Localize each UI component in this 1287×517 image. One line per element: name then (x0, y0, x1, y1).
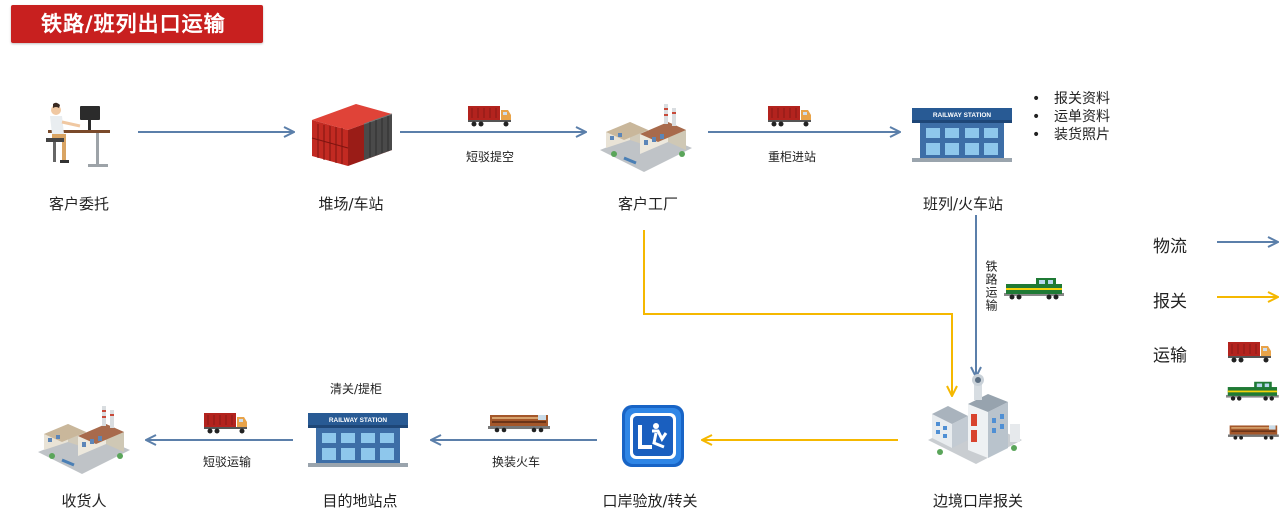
edge-label-rail: 铁路运输 (984, 260, 998, 312)
node-label-station: 班列/火车站 (922, 195, 1004, 213)
railway-station-icon: RAILWAY STATION (308, 413, 408, 467)
legend-green-locomotive-icon (1226, 381, 1279, 401)
arrow-factory-to-border-customs (643, 230, 952, 396)
node-label-border: 边境口岸报关 (932, 492, 1024, 510)
person-desk-icon (46, 102, 110, 167)
inspection-badge-icon (622, 405, 684, 467)
truck-icon (767, 105, 812, 127)
station-sign-text: RAILWAY STATION (933, 112, 992, 119)
edge-label-to-receiver: 短驳运输 (202, 455, 252, 469)
document-item: 装货照片 (1032, 126, 1110, 144)
documents-list: 报关资料 运单资料 装货照片 (1032, 90, 1110, 144)
node-label-yard: 堆场/车站 (318, 195, 384, 213)
node-label-receiver: 收货人 (61, 492, 107, 510)
node-label-factory: 客户工厂 (617, 195, 679, 213)
green-locomotive-icon (1004, 278, 1064, 300)
edge-label-border-to-dest: 换装火车 (491, 455, 541, 469)
edge-label-dest-above: 清关/提柜 (329, 382, 383, 396)
factory-icon (36, 404, 132, 476)
container-stack-icon (311, 104, 393, 166)
document-item: 报关资料 (1032, 90, 1110, 108)
legend-transport-label: 运输 (1153, 346, 1187, 366)
edge-label-yard-to-factory: 短驳提空 (465, 150, 515, 164)
node-label-dest-station: 目的地站点 (322, 492, 398, 510)
node-label-inspection: 口岸验放/转关 (602, 492, 698, 510)
factory-icon (598, 102, 694, 174)
legend-logistics-label: 物流 (1153, 237, 1187, 257)
legend-customs-label: 报关 (1153, 292, 1187, 312)
page-title: 铁路/班列出口运输 (11, 5, 263, 43)
customs-building-icon (928, 374, 1022, 464)
node-label-client: 客户委托 (48, 195, 110, 213)
document-item: 运单资料 (1032, 108, 1110, 126)
edge-label-factory-to-station: 重柜进站 (767, 150, 817, 164)
legend-orange-locomotive-icon (1228, 425, 1279, 440)
legend-truck-icon (1227, 341, 1272, 363)
orange-locomotive-icon (488, 415, 550, 433)
truck-icon (203, 412, 248, 434)
railway-station-icon: RAILWAY STATION (912, 108, 1012, 162)
station-sign-text: RAILWAY STATION (329, 417, 388, 424)
truck-icon (467, 105, 512, 127)
